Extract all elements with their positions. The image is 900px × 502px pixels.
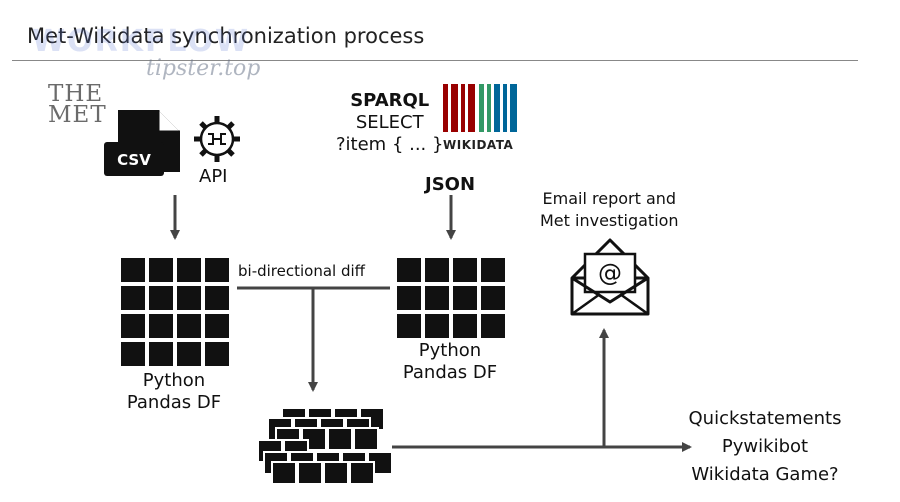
output-wikidata-game: Wikidata Game?	[691, 464, 839, 485]
json-label: JSON	[425, 174, 476, 195]
sparql-select: SELECT	[355, 112, 424, 133]
wikidata-barcode-icon	[443, 84, 517, 132]
wikidata-dataframe-label: Python Pandas DF	[400, 340, 500, 384]
email-envelope-icon: @	[570, 238, 650, 316]
csv-file-icon: CSV	[104, 110, 180, 176]
wikidata-dataframe-label-line2: Pandas DF	[402, 362, 498, 383]
email-label-line2: Met investigation	[540, 211, 679, 230]
output-quickstatements: Quickstatements	[688, 408, 842, 429]
email-label-line1: Email report and	[542, 189, 677, 208]
api-gear-icon	[194, 116, 240, 162]
diff-label: bi-directional diff	[238, 262, 365, 280]
met-dataframe-label-line2: Pandas DF	[126, 392, 222, 413]
met-logo: THE MET	[48, 81, 107, 128]
at-sign-icon: @	[598, 259, 622, 287]
outputs-list: Quickstatements Pywikibot Wikidata Game?	[680, 405, 850, 489]
email-label: Email report and Met investigation	[540, 188, 679, 232]
wikidata-logo-text: WIKIDATA	[443, 138, 514, 152]
sparql-label: SPARQL SELECT ?item { ... }	[336, 90, 443, 156]
title-divider	[12, 60, 858, 61]
watermark-brand: WORKFLOW	[32, 24, 251, 59]
api-label: API	[199, 166, 228, 187]
csv-label: CSV	[117, 151, 151, 169]
sparql-item: ?item { ... }	[336, 134, 444, 155]
diff-result-grid-icon	[257, 407, 393, 485]
page-title: Met-Wikidata synchronization process	[27, 24, 425, 48]
met-dataframe-label-line1: Python	[142, 370, 206, 391]
met-dataframe-grid-icon	[121, 258, 229, 366]
met-logo-line1: THE	[48, 81, 104, 107]
wikidata-dataframe-grid-icon	[397, 258, 505, 338]
wikidata-dataframe-label-line1: Python	[418, 340, 482, 361]
met-dataframe-label: Python Pandas DF	[124, 370, 224, 414]
watermark-site: tipster.top	[146, 56, 261, 81]
sparql-title: SPARQL	[350, 90, 430, 111]
met-logo-line2: MET	[48, 102, 107, 128]
output-pywikibot: Pywikibot	[721, 436, 809, 457]
